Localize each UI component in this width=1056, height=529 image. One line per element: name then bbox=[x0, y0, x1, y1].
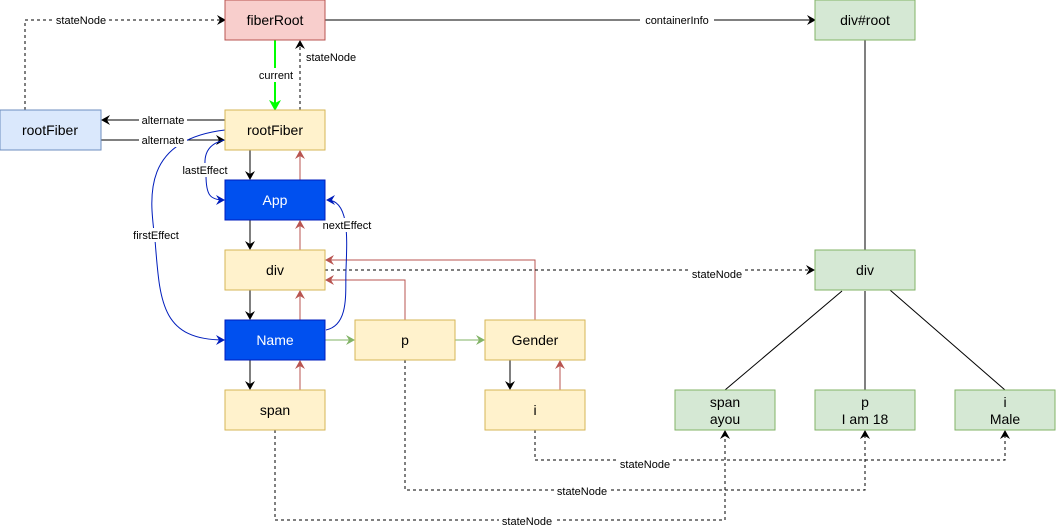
edge-labels: stateNode containerInfo stateNode curren… bbox=[53, 13, 745, 528]
node-dom-p-text: I am 18 bbox=[842, 411, 889, 427]
node-app[interactable]: App bbox=[224, 179, 326, 221]
node-gender[interactable]: Gender bbox=[484, 319, 586, 361]
node-p-label: p bbox=[401, 332, 409, 348]
node-gender-label: Gender bbox=[512, 332, 559, 348]
node-dom-i[interactable]: i Male bbox=[954, 389, 1056, 431]
edge-return-p-div bbox=[325, 275, 406, 320]
node-dom-div[interactable]: div bbox=[814, 249, 916, 291]
edge-dom-div-span bbox=[724, 290, 843, 391]
node-div[interactable]: div bbox=[224, 249, 326, 291]
edge-dom-div-i bbox=[889, 289, 1006, 391]
label-statenode-div: stateNode bbox=[692, 269, 742, 281]
node-div-label: div bbox=[266, 262, 284, 278]
node-i[interactable]: i bbox=[484, 389, 586, 431]
node-span-label: span bbox=[260, 402, 290, 418]
edge-statenode-p bbox=[404, 360, 870, 491]
node-span[interactable]: span bbox=[224, 389, 326, 431]
label-lasteffect: lastEffect bbox=[182, 165, 227, 177]
node-dom-span-tag: span bbox=[710, 394, 740, 410]
node-rootfiber-alternate[interactable]: rootFiber bbox=[0, 109, 102, 151]
label-current: current bbox=[259, 70, 293, 82]
label-statenode-i: stateNode bbox=[620, 459, 670, 471]
node-dom-div-root[interactable]: div#root bbox=[814, 0, 916, 41]
edge-return-gender-div bbox=[325, 255, 536, 320]
node-dom-span[interactable]: span ayou bbox=[674, 389, 776, 431]
node-dom-i-tag: i bbox=[1003, 394, 1006, 410]
label-statenode-p: stateNode bbox=[557, 486, 607, 498]
node-name-label: Name bbox=[256, 332, 294, 348]
label-containerinfo: containerInfo bbox=[645, 15, 709, 27]
node-dom-i-text: Male bbox=[990, 411, 1021, 427]
label-statenode-rootfiber: stateNode bbox=[306, 52, 356, 64]
node-fiberroot[interactable]: fiberRoot bbox=[224, 0, 326, 41]
nodes: fiberRoot rootFiber rootFiber App div Na… bbox=[0, 0, 1056, 431]
label-statenode-alt: stateNode bbox=[56, 15, 106, 27]
node-app-label: App bbox=[263, 192, 288, 208]
node-p[interactable]: p bbox=[354, 319, 456, 361]
node-dom-div-label: div bbox=[856, 262, 874, 278]
edge-statenode-alt-to-fiberroot bbox=[24, 15, 226, 110]
node-dom-p[interactable]: p I am 18 bbox=[814, 389, 916, 431]
label-firsteffect: firstEffect bbox=[133, 230, 179, 242]
node-rootfiber[interactable]: rootFiber bbox=[224, 109, 326, 151]
label-alternate-top: alternate bbox=[142, 115, 185, 127]
node-rootfiber-label: rootFiber bbox=[247, 122, 303, 138]
label-nexteffect: nextEffect bbox=[323, 220, 372, 232]
node-dom-p-tag: p bbox=[861, 394, 869, 410]
node-dom-span-text: ayou bbox=[710, 411, 740, 427]
edge-nexteffect bbox=[325, 195, 348, 331]
label-alternate-bottom: alternate bbox=[142, 135, 185, 147]
node-name[interactable]: Name bbox=[224, 319, 326, 361]
node-dom-div-root-label: div#root bbox=[840, 12, 890, 28]
label-statenode-span: stateNode bbox=[502, 516, 552, 528]
edge-statenode-span bbox=[274, 430, 730, 521]
node-i-label: i bbox=[533, 402, 536, 418]
edge-statenode-i bbox=[534, 430, 1010, 461]
node-rootfiber-alternate-label: rootFiber bbox=[22, 122, 78, 138]
node-fiberroot-label: fiberRoot bbox=[247, 12, 304, 28]
